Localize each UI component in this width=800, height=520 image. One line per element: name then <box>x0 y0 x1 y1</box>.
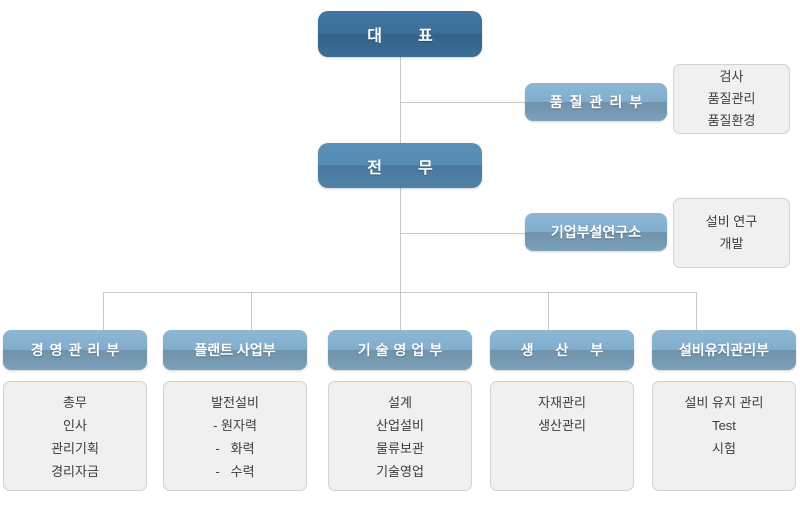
node-dept-production-label: 생산부 <box>520 342 626 358</box>
research-detail-box: 설비 연구 개발 <box>673 198 790 268</box>
node-ceo: 대표 <box>318 11 482 57</box>
list-item: 시험 <box>712 441 736 456</box>
node-executive: 전무 <box>318 143 482 188</box>
node-dept-production: 생산부 <box>490 330 634 370</box>
list-item: 생산관리 <box>538 418 586 433</box>
list-box-production: 자재관리 생산관리 <box>490 381 634 491</box>
list-item: 물류보관 <box>376 441 424 456</box>
detail-line: 설비 연구 <box>705 214 758 229</box>
node-dept-maintenance: 설비유지관리부 <box>652 330 796 370</box>
list-item: 설비 유지 관리 <box>684 395 764 410</box>
node-dept-tech-sales-label: 기술영업부 <box>357 342 448 358</box>
connector-drop-maintenance <box>696 292 697 331</box>
connector-drop-production <box>548 292 549 331</box>
node-dept-plant: 플랜트 사업부 <box>163 330 307 370</box>
node-quality-dept: 품질관리부 <box>525 83 667 121</box>
connector-drop-tech-sales <box>400 292 401 331</box>
list-item: 인사 <box>63 418 87 433</box>
connector-drop-plant <box>251 292 252 331</box>
node-quality-dept-label: 품질관리부 <box>549 94 650 110</box>
connector-research-branch <box>400 233 525 234</box>
list-item: 산업설비 <box>376 418 424 433</box>
list-item: 총무 <box>63 395 87 410</box>
list-item: - 화력 <box>215 441 255 456</box>
detail-line: 품질관리 <box>707 91 756 106</box>
node-research-institute: 기업부설연구소 <box>525 213 667 251</box>
node-dept-maintenance-label: 설비유지관리부 <box>678 342 770 358</box>
node-dept-management: 경영관리부 <box>3 330 147 370</box>
node-dept-tech-sales: 기술영업부 <box>328 330 472 370</box>
connector-executive-trunk <box>400 188 401 292</box>
detail-line: 품질환경 <box>707 113 756 128</box>
list-box-tech-sales: 설계 산업설비 물류보관 기술영업 <box>328 381 472 491</box>
list-item: 자재관리 <box>538 395 586 410</box>
list-item: 발전설비 <box>211 395 259 410</box>
list-item: 경리자금 <box>51 464 99 479</box>
list-box-management: 총무 인사 관리기획 경리자금 <box>3 381 147 491</box>
list-item: - 수력 <box>215 464 255 479</box>
node-dept-plant-label: 플랜트 사업부 <box>194 342 276 358</box>
list-item: 설계 <box>388 395 412 410</box>
list-item: 기술영업 <box>376 464 424 479</box>
detail-line: 개발 <box>719 236 744 251</box>
node-executive-label: 전무 <box>367 159 469 177</box>
node-ceo-label: 대표 <box>367 28 469 45</box>
list-box-plant: 발전설비 - 원자력 - 화력 - 수력 <box>163 381 307 491</box>
node-research-institute-label: 기업부설연구소 <box>550 224 642 240</box>
list-box-maintenance: 설비 유지 관리 Test 시험 <box>652 381 796 491</box>
quality-detail-box: 검사 품질관리 품질환경 <box>673 64 790 134</box>
list-item: 관리기획 <box>51 441 99 456</box>
detail-line: 검사 <box>719 69 744 84</box>
connector-drop-management <box>103 292 104 331</box>
connector-ceo-executive <box>400 57 401 143</box>
list-item: Test <box>712 418 736 433</box>
connector-quality-branch <box>400 102 525 103</box>
connector-departments-bar <box>103 292 696 293</box>
node-dept-management-label: 경영관리부 <box>30 342 126 358</box>
list-item: - 원자력 <box>213 418 257 433</box>
